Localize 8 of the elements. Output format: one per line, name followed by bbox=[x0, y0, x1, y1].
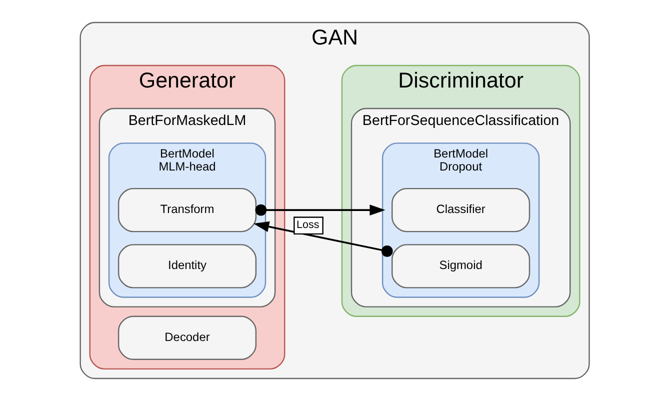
node-box: Sigmoid bbox=[392, 244, 530, 288]
edge-label: Loss bbox=[296, 219, 320, 232]
node-box: Classifier bbox=[392, 188, 530, 232]
node-box: Identity bbox=[118, 244, 257, 288]
arrow bbox=[255, 204, 386, 216]
arrow bbox=[254, 221, 393, 257]
node-box: Transform bbox=[118, 188, 257, 232]
node-box: Decoder bbox=[118, 316, 257, 360]
